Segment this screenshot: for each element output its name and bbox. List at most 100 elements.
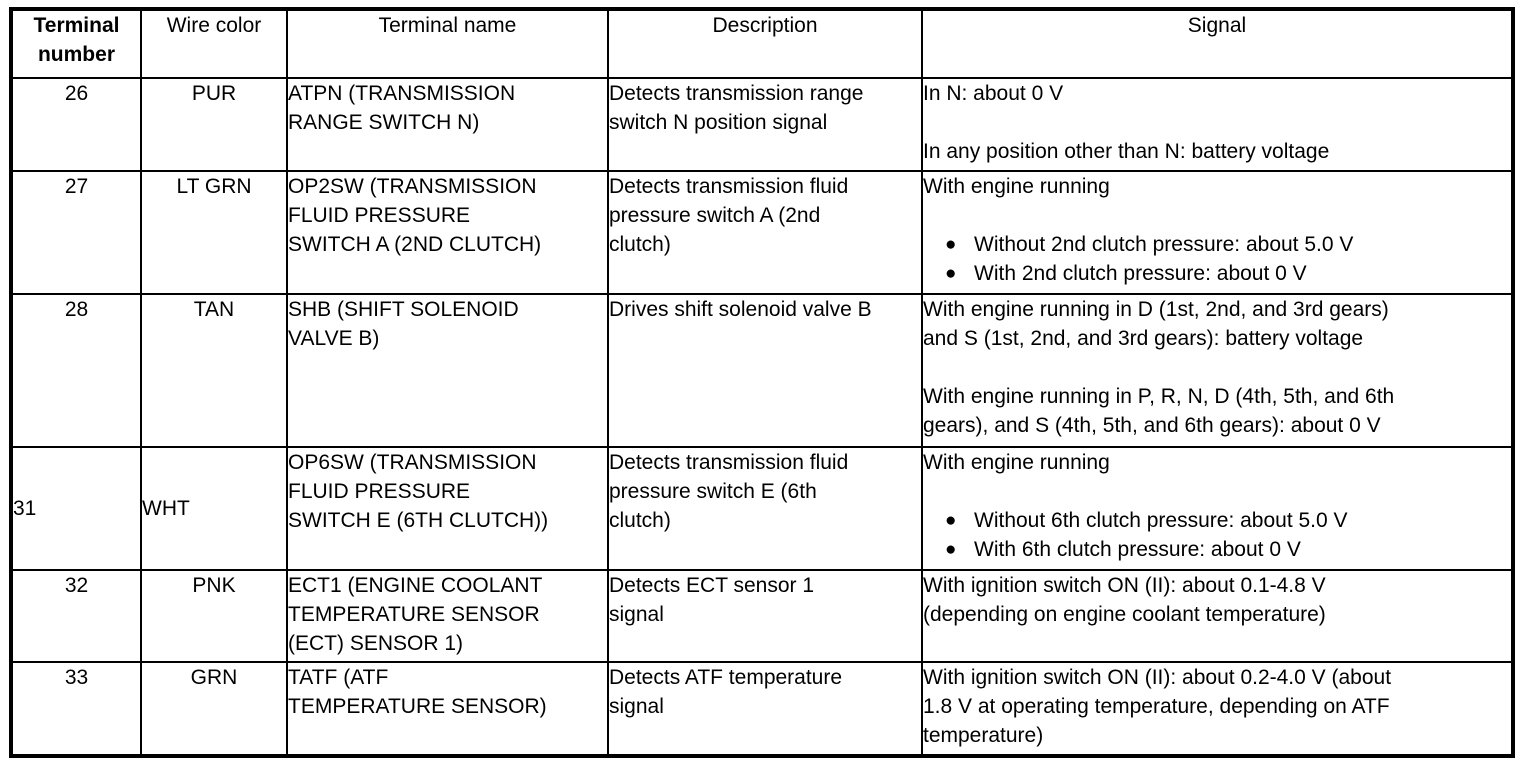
cell-signal: With engine running in D (1st, 2nd, and … bbox=[921, 292, 1514, 448]
cell-terminal-number: 28 bbox=[10, 292, 142, 448]
column-header-line: Terminal bbox=[33, 14, 120, 37]
column-header-terminal-number: Terminal number bbox=[10, 8, 142, 79]
cell-wire-color: PNK bbox=[140, 568, 288, 664]
text-line: OP6SW (TRANSMISSION bbox=[288, 450, 537, 474]
text-line: VALVE B) bbox=[288, 326, 380, 350]
text-line: TATF (ATF bbox=[288, 666, 389, 690]
text-line: pressure switch E (6th bbox=[609, 479, 817, 503]
text-line: TEMPERATURE SENSOR) bbox=[288, 695, 547, 719]
cell-description: Detects transmission range switch N posi… bbox=[607, 77, 923, 172]
signal-paragraph: With engine running in P, R, N, D (4th, … bbox=[923, 382, 1511, 440]
text-line: temperature) bbox=[923, 724, 1044, 748]
table-row: 33 GRN TATF (ATF TEMPERATURE SENSOR) Det… bbox=[10, 661, 1514, 757]
table-row: 31 WHT OP6SW (TRANSMISSION FLUID PRESSUR… bbox=[10, 445, 1514, 571]
signal-bullet-list: ● Without 6th clutch pressure: about 5.0… bbox=[923, 506, 1511, 564]
cell-wire-color: PUR bbox=[140, 77, 288, 172]
column-header-line: number bbox=[37, 43, 115, 66]
bullet-icon: ● bbox=[945, 262, 957, 284]
text-line: signal bbox=[609, 695, 664, 719]
column-header-line: Terminal name bbox=[378, 14, 517, 37]
text-line: Detects ECT sensor 1 bbox=[609, 573, 815, 597]
table-row: 28 TAN SHB (SHIFT SOLENOID VALVE B) Driv… bbox=[10, 292, 1514, 448]
cell-description: Detects ATF temperature signal bbox=[607, 661, 923, 757]
signal-paragraph: With ignition switch ON (II): about 0.2-… bbox=[923, 663, 1511, 750]
text-line: In any position other than N: battery vo… bbox=[923, 140, 1330, 163]
text-line: Detects transmission fluid bbox=[609, 174, 849, 198]
text-line: switch N position signal bbox=[609, 111, 828, 134]
text-line: SWITCH A (2ND CLUTCH) bbox=[288, 232, 542, 256]
cell-terminal-number: 32 bbox=[10, 568, 142, 664]
cell-terminal-number: 31 bbox=[10, 445, 142, 571]
terminal-pinout-table: Terminal number Wire color Terminal name… bbox=[9, 7, 1515, 758]
text-line: SHB (SHIFT SOLENOID bbox=[288, 297, 519, 321]
list-item-label: Without 2nd clutch pressure: about 5.0 V bbox=[974, 232, 1354, 256]
text-line: clutch) bbox=[609, 232, 671, 256]
text-line: signal bbox=[609, 602, 664, 626]
signal-paragraph: With engine running in D (1st, 2nd, and … bbox=[923, 295, 1511, 353]
cell-terminal-name: TATF (ATF TEMPERATURE SENSOR) bbox=[286, 661, 609, 757]
text-line: With engine running in D (1st, 2nd, and … bbox=[923, 297, 1389, 321]
cell-signal: With ignition switch ON (II): about 0.2-… bbox=[921, 661, 1514, 757]
bullet-icon: ● bbox=[945, 538, 957, 560]
text-line: With engine running in P, R, N, D (4th, … bbox=[923, 384, 1395, 408]
signal-bullet-list: ● Without 2nd clutch pressure: about 5.0… bbox=[923, 230, 1511, 288]
cell-signal: With engine running ● Without 2nd clutch… bbox=[921, 169, 1514, 295]
text-line: Detects transmission range bbox=[609, 82, 864, 105]
cell-terminal-name: SHB (SHIFT SOLENOID VALVE B) bbox=[286, 292, 609, 448]
column-header-signal: Signal bbox=[921, 8, 1514, 79]
cell-terminal-number: 27 bbox=[10, 169, 142, 295]
text-line: (depending on engine coolant temperature… bbox=[923, 602, 1326, 626]
cell-terminal-name: ECT1 (ENGINE COOLANT TEMPERATURE SENSOR … bbox=[286, 568, 609, 664]
cell-signal: With ignition switch ON (II): about 0.1-… bbox=[921, 568, 1514, 664]
cell-description: Detects ECT sensor 1 signal bbox=[607, 568, 923, 664]
cell-terminal-name: OP6SW (TRANSMISSION FLUID PRESSURE SWITC… bbox=[286, 445, 609, 571]
cell-description: Drives shift solenoid valve B bbox=[607, 292, 923, 448]
signal-paragraph: In any position other than N: battery vo… bbox=[923, 137, 1511, 166]
text-line: In N: about 0 V bbox=[923, 82, 1064, 105]
table-row: 27 LT GRN OP2SW (TRANSMISSION FLUID PRES… bbox=[10, 169, 1514, 295]
cell-terminal-number: 26 bbox=[10, 77, 142, 172]
cell-wire-color: LT GRN bbox=[140, 169, 288, 295]
text-line: pressure switch A (2nd bbox=[609, 203, 821, 227]
cell-wire-color: TAN bbox=[140, 292, 288, 448]
text-line: OP2SW (TRANSMISSION bbox=[288, 174, 537, 198]
list-item: ● With 6th clutch pressure: about 0 V bbox=[923, 535, 1511, 564]
table-header-row: Terminal number Wire color Terminal name… bbox=[10, 8, 1514, 79]
list-item-label: Without 6th clutch pressure: about 5.0 V bbox=[974, 508, 1348, 532]
text-line: Drives shift solenoid valve B bbox=[609, 297, 872, 321]
table-row: 32 PNK ECT1 (ENGINE COOLANT TEMPERATURE … bbox=[10, 568, 1514, 664]
signal-paragraph: With engine running bbox=[923, 172, 1511, 201]
signal-paragraph: With engine running bbox=[923, 448, 1511, 477]
cell-terminal-name: OP2SW (TRANSMISSION FLUID PRESSURE SWITC… bbox=[286, 169, 609, 295]
text-line: SWITCH E (6TH CLUTCH)) bbox=[288, 508, 549, 532]
list-item: ● Without 2nd clutch pressure: about 5.0… bbox=[923, 230, 1511, 259]
bullet-icon: ● bbox=[945, 233, 957, 255]
text-line: With engine running bbox=[923, 450, 1110, 474]
signal-paragraph: In N: about 0 V bbox=[923, 79, 1511, 108]
cell-terminal-number: 33 bbox=[10, 661, 142, 757]
cell-signal: With engine running ● Without 6th clutch… bbox=[921, 445, 1514, 571]
text-line: clutch) bbox=[609, 508, 671, 532]
column-header-line: Signal bbox=[1187, 14, 1247, 37]
text-line: Detects transmission fluid bbox=[609, 450, 849, 474]
text-line: and S (1st, 2nd, and 3rd gears): battery… bbox=[923, 326, 1364, 350]
text-line: RANGE SWITCH N) bbox=[288, 111, 480, 134]
column-header-description: Description bbox=[607, 8, 923, 79]
list-item-label: With 6th clutch pressure: about 0 V bbox=[974, 537, 1301, 561]
text-line: With engine running bbox=[923, 174, 1110, 198]
column-header-terminal-name: Terminal name bbox=[286, 8, 609, 79]
column-header-line: Wire color bbox=[166, 14, 262, 37]
text-line: ATPN (TRANSMISSION bbox=[288, 82, 516, 105]
bullet-icon: ● bbox=[945, 509, 957, 531]
cell-signal: In N: about 0 V In any position other th… bbox=[921, 77, 1514, 172]
text-line: (ECT) SENSOR 1) bbox=[288, 631, 464, 655]
list-item: ● Without 6th clutch pressure: about 5.0… bbox=[923, 506, 1511, 535]
text-line: TEMPERATURE SENSOR bbox=[288, 602, 540, 626]
list-item: ● With 2nd clutch pressure: about 0 V bbox=[923, 259, 1511, 288]
text-line: ECT1 (ENGINE COOLANT bbox=[288, 573, 543, 597]
table-row: 26 PUR ATPN (TRANSMISSION RANGE SWITCH N… bbox=[10, 77, 1514, 172]
cell-description: Detects transmission fluid pressure swit… bbox=[607, 445, 923, 571]
cell-wire-color: GRN bbox=[140, 661, 288, 757]
text-line: With ignition switch ON (II): about 0.2-… bbox=[923, 666, 1392, 690]
